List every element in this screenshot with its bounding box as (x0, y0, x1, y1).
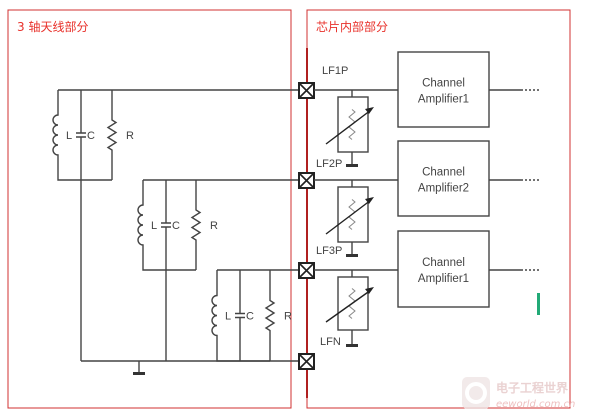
inductor-icon (211, 270, 270, 362)
amplifier-label-line2: Amplifier2 (418, 183, 469, 195)
watermark-cn: 电子工程世界 (496, 380, 568, 395)
resistor-icon (106, 90, 118, 180)
tank-label-l: L (151, 220, 157, 232)
channel-amplifier-block (397, 230, 490, 308)
amplifier-label-line1: Channel (422, 167, 465, 179)
tank-label-r: R (126, 130, 134, 142)
amplifier-label-line2: Amplifier1 (418, 273, 469, 285)
bond-pad-icon (298, 172, 315, 189)
capacitor-icon (161, 180, 171, 270)
resistor-icon (264, 270, 276, 361)
variable-resistor-icon (325, 90, 374, 167)
inductor-icon (52, 90, 112, 181)
accent-bar (537, 293, 540, 315)
chip-section-title: 芯片内部部分 (316, 19, 388, 34)
inductor-icon (137, 180, 196, 271)
tank-label-c: C (246, 311, 254, 323)
pin-label: LF3P (316, 245, 342, 257)
tank-label-c: C (172, 220, 180, 232)
channel-amplifier-block (397, 51, 490, 128)
variable-resistor-icon (325, 270, 374, 347)
watermark-logo: 电子工程世界 eeworld.com.cn (462, 377, 575, 410)
resistor-icon (190, 180, 202, 270)
variable-resistor-icon (325, 180, 374, 257)
bond-pad-icon (298, 82, 315, 99)
pin-label: LF2P (316, 158, 342, 170)
channel-amplifier-block (397, 140, 490, 217)
bond-pad-icon (298, 262, 315, 279)
ground-icon (133, 372, 145, 375)
amplifier-label-line1: Channel (422, 78, 465, 90)
amplifier-label-line1: Channel (422, 257, 465, 269)
antenna-section-frame (7, 9, 292, 409)
pin-label: LF1P (322, 65, 348, 77)
tank-label-l: L (225, 311, 231, 323)
amplifier-label-line2: Amplifier1 (418, 94, 469, 106)
tank-label-r: R (284, 311, 292, 323)
tank-label-l: L (66, 130, 72, 142)
ground-icon (346, 164, 358, 167)
capacitor-icon (76, 90, 86, 180)
capacitor-icon (235, 270, 245, 361)
watermark-en: eeworld.com.cn (496, 399, 575, 410)
ground-icon (346, 344, 358, 347)
antenna-section-title: 3 轴天线部分 (17, 19, 88, 34)
ground-icon (346, 254, 358, 257)
bond-pad-icon (298, 353, 315, 370)
pin-label: LFN (320, 336, 341, 348)
tank-label-r: R (210, 220, 218, 232)
tank-label-c: C (87, 130, 95, 142)
